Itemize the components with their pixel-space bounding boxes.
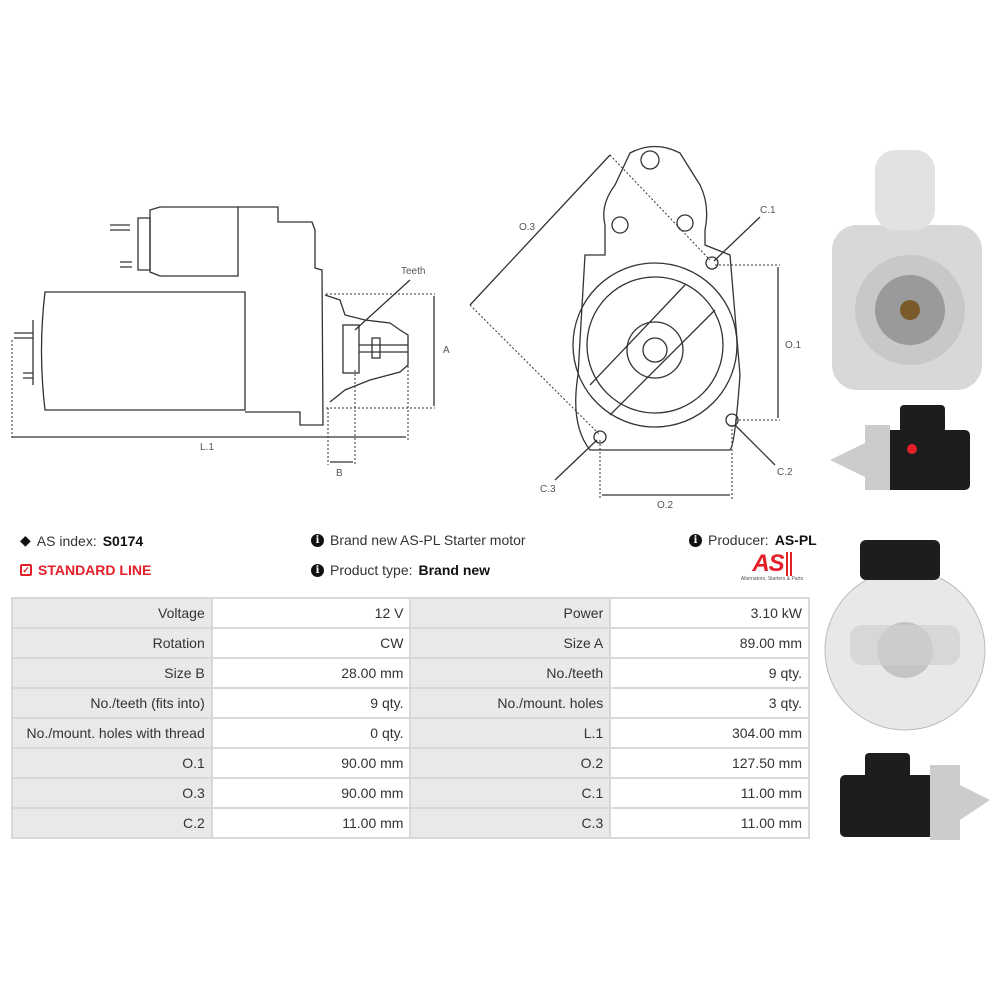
photo-side-view: [830, 405, 970, 490]
photo-side-view-2: [840, 753, 990, 840]
table-row: No./teeth (fits into)9 qty.No./mount. ho…: [11, 687, 810, 719]
photo-rear-view: [824, 540, 986, 731]
spec-label: No./mount. holes with thread: [11, 717, 213, 749]
product-type: i Product type: Brand new: [311, 562, 490, 578]
as-pl-logo: AS Alternators, Starters & Parts: [732, 552, 812, 583]
dim-a-label: A: [443, 345, 450, 356]
as-index: ◆ AS index: S0174: [20, 532, 143, 549]
dim-o2-label: O.2: [657, 500, 674, 511]
dim-c2-label: C.2: [777, 467, 793, 478]
as-index-value: S0174: [102, 532, 144, 549]
spec-value: 127.50 mm: [609, 747, 810, 779]
spec-value: 28.00 mm: [210, 657, 412, 689]
photo-front-view: [832, 150, 982, 390]
spec-label: O.2: [409, 747, 612, 779]
spec-label: Size A: [409, 627, 612, 659]
producer-value: AS-PL: [774, 532, 817, 548]
info-icon: i: [311, 533, 324, 547]
description-text: Brand new AS-PL Starter motor: [330, 532, 526, 548]
dim-l1-label: L.1: [200, 442, 214, 453]
logo-text: AS: [752, 552, 792, 576]
side-view-drawing: [11, 206, 435, 465]
product-type-value: Brand new: [418, 562, 491, 578]
checkbox-icon: ✓: [20, 564, 32, 576]
front-view-drawing: [469, 145, 780, 500]
spec-value: 90.00 mm: [210, 747, 412, 779]
standard-line-badge: ✓ STANDARD LINE: [20, 562, 151, 578]
spec-label: C.2: [11, 807, 213, 839]
spec-value: 3.10 kW: [609, 597, 810, 629]
spec-value: 90.00 mm: [210, 777, 412, 809]
spec-value: CW: [210, 627, 412, 659]
product-type-label: Product type:: [330, 562, 413, 578]
spec-label: Rotation: [11, 627, 213, 659]
spec-label: C.1: [409, 777, 612, 809]
spec-label: No./mount. holes: [409, 687, 612, 719]
spec-label: L.1: [409, 717, 612, 749]
logo-tagline: Alternators, Starters & Parts: [740, 576, 804, 582]
producer: i Producer: AS-PL: [689, 532, 817, 548]
spec-label: Power: [409, 597, 612, 629]
tag-icon: ◆: [20, 532, 31, 548]
spec-value: 304.00 mm: [609, 717, 810, 749]
dim-c3-label: C.3: [540, 484, 556, 495]
spec-value: 11.00 mm: [210, 807, 412, 839]
dim-b-label: B: [336, 468, 343, 479]
producer-label: Producer:: [708, 532, 769, 548]
spec-value: 89.00 mm: [609, 627, 810, 659]
as-index-label: AS index:: [36, 532, 97, 549]
spec-label: No./teeth (fits into): [11, 687, 213, 719]
description: i Brand new AS-PL Starter motor: [311, 532, 526, 548]
product-photos: [824, 150, 990, 840]
spec-label: No./teeth: [409, 657, 612, 689]
info-icon: i: [311, 563, 324, 577]
info-icon: i: [689, 533, 702, 547]
spec-label: O.3: [11, 777, 213, 809]
spec-value: 0 qty.: [210, 717, 412, 749]
spec-value: 11.00 mm: [609, 807, 810, 839]
standard-line-label: STANDARD LINE: [38, 562, 152, 578]
dim-o1-label: O.1: [785, 340, 802, 351]
spec-value: 9 qty.: [609, 657, 810, 689]
spec-value: 11.00 mm: [609, 777, 810, 809]
dim-c1-label: C.1: [760, 205, 776, 216]
spec-value: 3 qty.: [609, 687, 810, 719]
dim-o3-label: O.3: [519, 222, 536, 233]
spec-value: 12 V: [210, 597, 412, 629]
spec-value: 9 qty.: [210, 687, 412, 719]
spec-label: Size B: [11, 657, 213, 689]
spec-label: O.1: [11, 747, 213, 779]
spec-label: C.3: [409, 807, 612, 839]
spec-label: Voltage: [11, 597, 213, 629]
teeth-label: Teeth: [401, 266, 426, 277]
